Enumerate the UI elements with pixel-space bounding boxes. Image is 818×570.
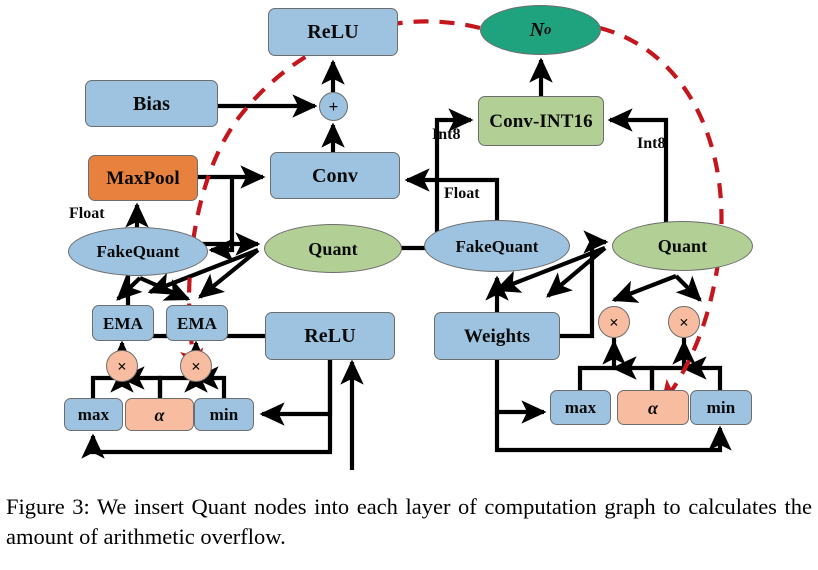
node-quant-right[interactable]: Quant [612,221,753,271]
node-max-left[interactable]: max [64,398,123,431]
node-multiply-left-2[interactable]: × [180,350,212,382]
node-maxpool[interactable]: MaxPool [88,155,198,201]
node-n-o-symbol: N [529,19,545,41]
edge-label-int8-left: Int8 [432,126,461,143]
node-n-o-subscript: o [544,21,552,38]
node-max-right[interactable]: max [550,390,611,425]
node-fakequant-right[interactable]: FakeQuant [424,220,570,272]
node-multiply-right-2[interactable]: × [668,306,700,338]
node-relu-top[interactable]: ReLU [268,8,398,56]
edge-label-int8-right: Int8 [637,135,666,152]
node-conv[interactable]: Conv [270,152,400,199]
node-ema-right[interactable]: EMA [166,305,228,341]
node-alpha-right[interactable]: α [617,390,689,425]
figure-caption: Figure 3: We insert Quant nodes into eac… [6,494,812,549]
node-relu-bottom[interactable]: ReLU [265,312,395,360]
node-ema-left[interactable]: EMA [92,305,154,341]
node-quant-left[interactable]: Quant [264,224,402,273]
node-min-left[interactable]: min [194,398,254,431]
node-bias[interactable]: Bias [85,80,218,127]
node-multiply-right-1[interactable]: × [598,306,630,338]
node-multiply-left-1[interactable]: × [106,350,138,382]
edge-label-float-left: Float [69,205,105,222]
node-min-right[interactable]: min [690,390,752,425]
node-alpha-left[interactable]: α [125,398,194,431]
node-conv-int16[interactable]: Conv-INT16 [478,96,604,146]
node-weights[interactable]: Weights [434,312,560,360]
edge-label-float-right: Float [444,185,480,202]
node-fakequant-left[interactable]: FakeQuant [68,227,208,276]
computation-graph-diagram: ReLU Bias + MaxPool Conv Float FakeQuant… [64,5,753,470]
node-add[interactable]: + [319,92,348,121]
